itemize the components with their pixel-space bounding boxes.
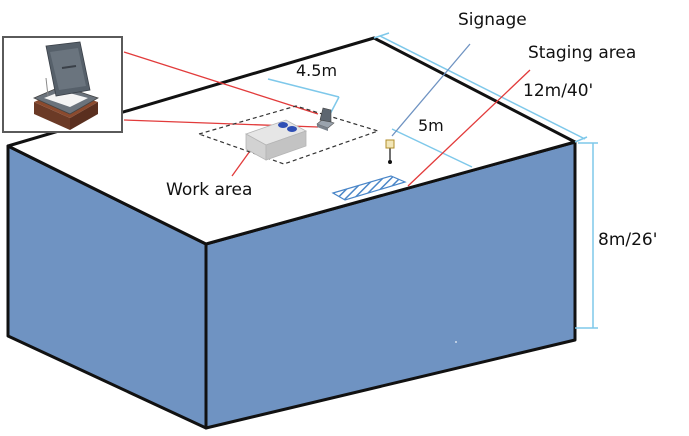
roof-hatch-small-icon <box>316 107 335 131</box>
hvac-unit-icon <box>245 119 307 161</box>
roof-hatch-inset <box>2 36 123 133</box>
length-dimension-label: 12m/40' <box>523 81 594 101</box>
work-area-offset-label: 4.5m <box>296 61 338 80</box>
staging-area <box>331 175 407 201</box>
roof-hatch-icon <box>4 38 121 131</box>
staging-area-label: Staging area <box>528 43 637 63</box>
signage-pointer <box>391 43 471 137</box>
signage-post-icon <box>385 139 395 164</box>
signage-offset-label: 5m <box>418 116 444 135</box>
dimension-lines <box>267 32 598 329</box>
signage-label: Signage <box>458 10 527 30</box>
height-dimension-label: 8m/26' <box>598 230 658 250</box>
work-area-label: Work area <box>166 180 253 200</box>
